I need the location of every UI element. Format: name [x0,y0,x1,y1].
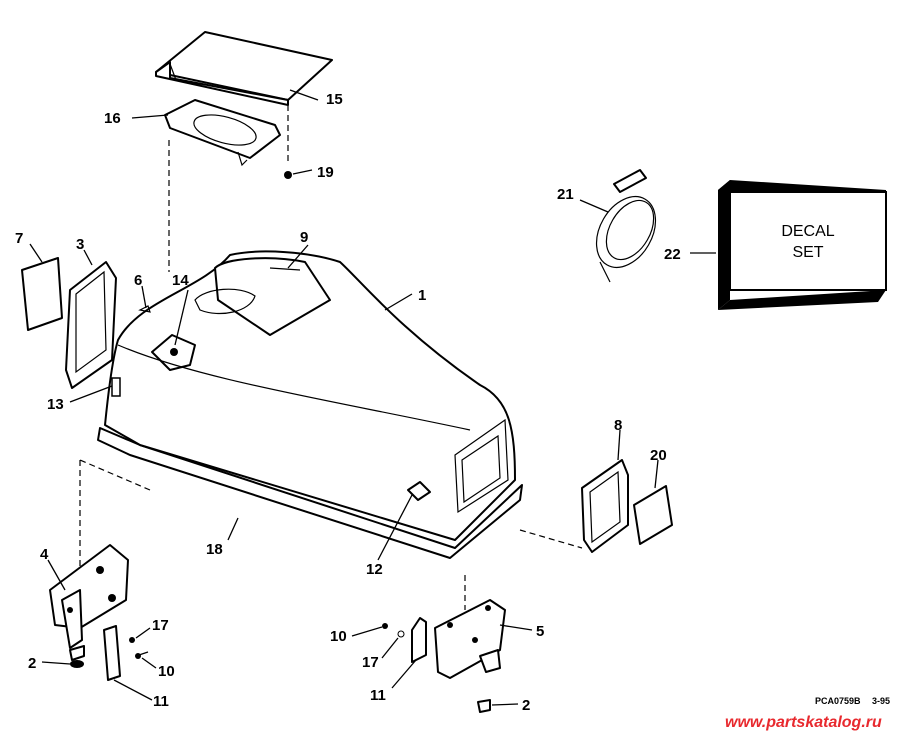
screws-left [129,637,149,659]
callout-5: 5 [536,623,544,640]
callout-20: 20 [650,447,667,464]
part-19-screw [284,171,292,179]
callout-17-left: 17 [152,617,169,634]
part-21-cable [595,169,657,283]
footer: PCA0759B 3-95 www.partskatalog.ru [725,696,890,731]
callout-10-right: 10 [330,628,347,645]
part-6-clip [138,305,151,313]
part-22-decal-set-box: DECAL SET [718,180,887,310]
callout-10-left: 10 [158,663,175,680]
callout-3: 3 [76,236,84,253]
callout-9: 9 [300,229,308,246]
callout-7: 7 [15,230,23,247]
callout-11-right: 11 [370,687,386,704]
callout-6: 6 [134,272,142,289]
part-4-bracket-left [49,544,129,661]
part-7-decal-left [21,257,63,331]
leader-lines [29,89,716,706]
callout-11-left: 11 [153,693,169,710]
screws-right [382,623,491,713]
part-5-bracket-right [434,599,506,679]
drawing-date: 3-95 [872,696,890,706]
callout-1: 1 [418,287,426,304]
part-11-strip-left [103,625,121,681]
part-11-clip-right [411,617,427,663]
callout-16: 16 [104,110,121,127]
callout-12: 12 [366,561,383,578]
callout-21: 21 [557,186,574,203]
callout-4: 4 [40,546,49,563]
callout-labels: 1 2 2 3 4 5 6 7 8 9 10 10 11 11 12 13 14… [15,91,681,714]
callout-15: 15 [326,91,343,108]
part-1-motor-cover [97,250,523,559]
part-2-bumper-left [70,660,84,668]
decal-set-line1: DECAL [781,223,834,240]
part-15-top-cover [155,31,333,106]
alignment-lines [79,105,583,610]
callout-2-left: 2 [28,655,36,672]
callout-14: 14 [172,272,189,289]
callout-13: 13 [47,396,64,413]
part-20-decal-right [633,485,673,545]
callout-19: 19 [317,164,334,181]
callout-18: 18 [206,541,223,558]
part-3-plate-left [65,261,117,389]
callout-8: 8 [614,417,622,434]
watermark: www.partskatalog.ru [725,714,882,731]
part-8-plate-right [581,459,629,553]
part-16-seal-frame [164,99,281,167]
callout-17-right: 17 [362,654,379,671]
drawing-code: PCA0759B [815,696,861,706]
callout-2-right: 2 [522,697,530,714]
callout-22: 22 [664,246,681,263]
decal-set-line2: SET [792,244,823,261]
